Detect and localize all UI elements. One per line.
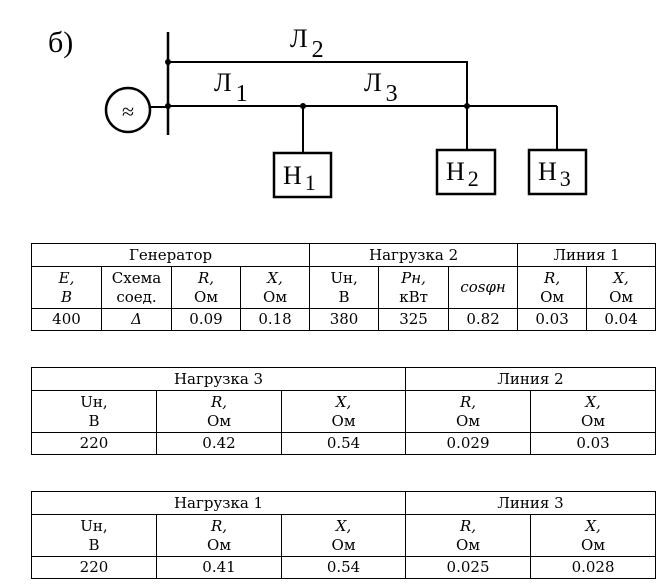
table-cell: 0.028 — [530, 556, 657, 579]
table-cell: 0.025 — [405, 556, 532, 579]
table-cell: 0.42 — [156, 432, 282, 455]
table-cell: 380 — [309, 308, 380, 331]
group-header: Линия 3 — [405, 491, 657, 515]
table-cell: 0.09 — [171, 308, 241, 331]
table-cell: Δ — [101, 308, 172, 331]
line-l2 — [168, 61, 468, 150]
group-header: Линия 1 — [517, 243, 657, 267]
table-cell: 0.54 — [280, 432, 407, 455]
table-cell: 0.03 — [530, 432, 657, 455]
table-row: 220 0.42 0.54 0.029 0.03 — [31, 432, 657, 455]
table-cell: 0.029 — [405, 432, 532, 455]
column-header: R,Ом — [517, 266, 588, 309]
group-header: Нагрузка 2 — [309, 243, 519, 267]
ac-symbol: ≈ — [122, 99, 134, 124]
node-dot — [300, 103, 306, 109]
column-header: E,B — [31, 266, 102, 309]
node-dot — [165, 103, 171, 109]
table-cell: 220 — [31, 432, 157, 455]
load-box-h1 — [272, 151, 333, 199]
table-cell: 325 — [378, 308, 450, 331]
table-cell: 0.41 — [156, 556, 282, 579]
figure-label: б) — [48, 26, 73, 59]
node-dot — [165, 59, 171, 65]
column-header: X,Ом — [586, 266, 657, 309]
column-header: cosφн — [448, 266, 519, 309]
table-cell: 0.18 — [239, 308, 311, 331]
column-header: Uн,В — [31, 514, 157, 557]
table-row: 400 Δ 0.09 0.18 380 325 0.82 0.03 0.04 — [31, 308, 657, 331]
table-load1-line3: Нагрузка 1 Линия 3 Uн,В R,Ом X,Ом R,Ом X… — [30, 491, 657, 579]
table-cell: 0.54 — [280, 556, 407, 579]
table-row: 220 0.41 0.54 0.025 0.028 — [31, 556, 657, 579]
column-header: X,Ом — [280, 390, 407, 433]
column-header: X,Ом — [280, 514, 407, 557]
load-box-h3 — [527, 148, 588, 196]
load-box-h2 — [435, 148, 497, 196]
table-cell: 0.04 — [586, 308, 657, 331]
group-header: Генератор — [30, 243, 311, 267]
table-cell: 400 — [31, 308, 102, 331]
column-header: Uн,В — [31, 390, 157, 433]
table-cell: 220 — [31, 556, 157, 579]
table-cell: 0.03 — [517, 308, 588, 331]
column-header: R,Ом — [156, 514, 282, 557]
group-header: Нагрузка 3 — [30, 367, 407, 391]
column-header: X,Ом — [239, 266, 311, 309]
table-load3-line2: Нагрузка 3 Линия 2 Uн,В R,Ом X,Ом R,Ом X… — [30, 367, 657, 455]
column-header: R,Ом — [405, 390, 532, 433]
generator-source-icon — [104, 86, 152, 134]
table-cell: 0.82 — [448, 308, 519, 331]
column-header: Uн,В — [309, 266, 380, 309]
column-header: X,Ом — [530, 390, 657, 433]
column-header: R,Ом — [171, 266, 241, 309]
column-header: R,Ом — [156, 390, 282, 433]
column-header: X,Ом — [530, 514, 657, 557]
node-dot — [464, 103, 470, 109]
column-header: Pн,кВт — [378, 266, 450, 309]
group-header: Линия 2 — [405, 367, 657, 391]
column-header: R,Ом — [405, 514, 532, 557]
group-header: Нагрузка 1 — [30, 491, 407, 515]
